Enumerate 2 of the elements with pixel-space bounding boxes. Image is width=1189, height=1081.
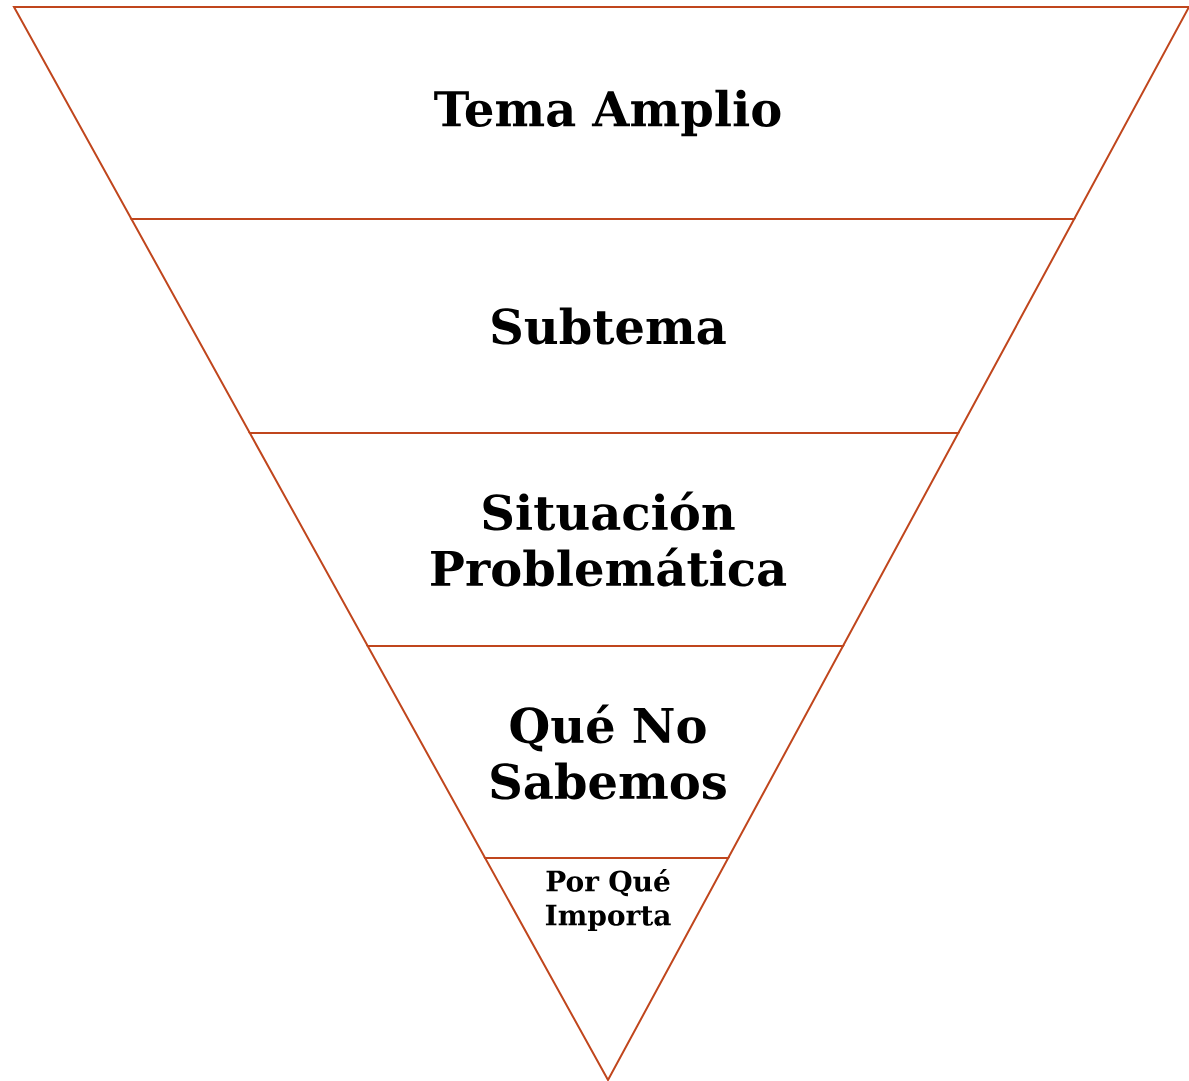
funnel-band: Situación Problemática xyxy=(248,432,960,647)
funnel-band: Qué No Sabemos xyxy=(366,645,845,859)
